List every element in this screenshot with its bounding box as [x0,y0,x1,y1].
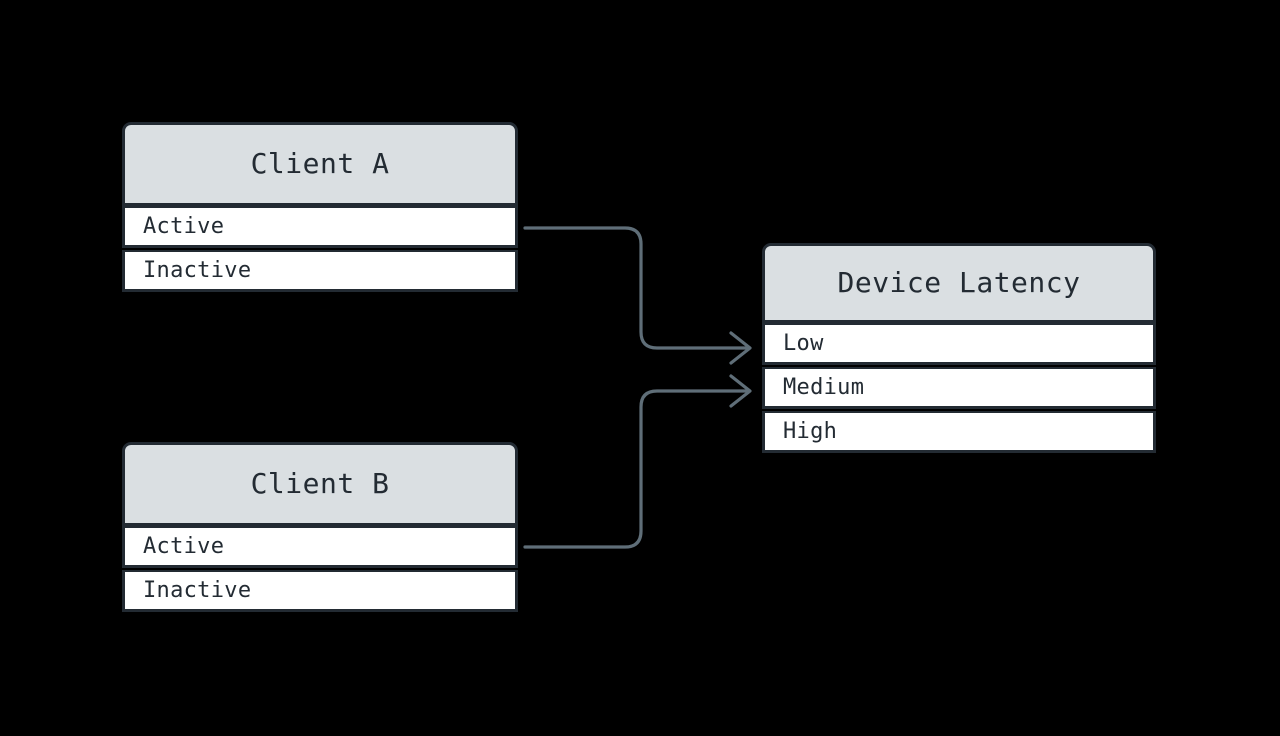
entity-rows-client-a: Active Inactive [122,206,518,292]
edge-client-b-active-to-medium [523,374,752,549]
entity-title-client-a: Client A [122,122,518,206]
arrowhead-icon [729,374,752,408]
entity-row-low[interactable]: Low [762,323,1156,365]
entity-rows-device-latency: Low Medium High [762,323,1156,453]
entity-node-device-latency[interactable]: Device Latency Low Medium High [762,243,1156,453]
entity-row-high[interactable]: High [762,411,1156,453]
entity-row-inactive[interactable]: Inactive [122,250,518,292]
edge-client-a-active-to-low [523,226,752,365]
entity-row-active[interactable]: Active [122,526,518,568]
entity-node-client-a[interactable]: Client A Active Inactive [122,122,518,292]
entity-rows-client-b: Active Inactive [122,526,518,612]
entity-row-medium[interactable]: Medium [762,367,1156,409]
entity-row-active[interactable]: Active [122,206,518,248]
arrowhead-icon [729,331,752,365]
entity-title-device-latency: Device Latency [762,243,1156,323]
entity-row-inactive[interactable]: Inactive [122,570,518,612]
entity-node-client-b[interactable]: Client B Active Inactive [122,442,518,612]
entity-title-client-b: Client B [122,442,518,526]
